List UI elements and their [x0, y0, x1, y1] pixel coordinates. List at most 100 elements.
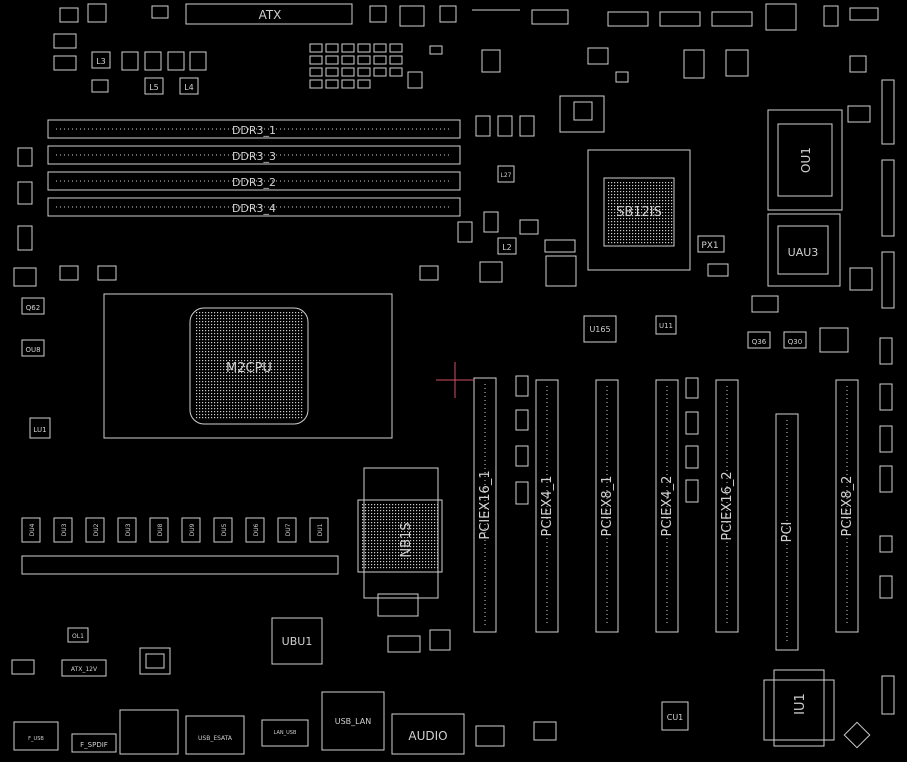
f-usb-header [13, 721, 59, 751]
southbridge-outline [587, 149, 691, 271]
iu1-chip [773, 669, 825, 747]
chip [17, 225, 33, 251]
dimm-ddr3-1 [47, 119, 461, 139]
chip [407, 71, 423, 89]
du-label: DU6 [253, 523, 260, 536]
chip [519, 219, 539, 235]
atx-connector [185, 3, 353, 25]
chip [544, 239, 576, 253]
ou1-label: OU1 [799, 147, 813, 173]
chip [145, 653, 165, 669]
lan-usb-label: LAN_USB [274, 730, 297, 736]
ddr3-1-label: DDR3_1 [232, 124, 276, 137]
q30-label: Q30 [788, 338, 802, 346]
l4-inductor [179, 77, 199, 95]
usb-lan-label: USB_LAN [335, 717, 372, 726]
dimm-ddr3-2 [47, 171, 461, 191]
chip [879, 535, 893, 553]
ubu1-chip [271, 617, 323, 665]
chip [725, 49, 749, 77]
northbridge-label: NB1S [399, 522, 414, 557]
usb-esata-label: USB_ESATA [198, 735, 233, 742]
chip [823, 5, 839, 27]
chip [483, 211, 499, 233]
chip [587, 47, 609, 65]
chip [479, 261, 503, 283]
header [881, 675, 895, 715]
chip [11, 659, 35, 675]
chip [843, 721, 871, 749]
header [881, 159, 895, 237]
atx-label: ATX [259, 8, 282, 22]
chip [439, 5, 457, 23]
chip [751, 295, 779, 313]
l4-label: L4 [184, 83, 194, 92]
ddr3-2-label: DDR3_2 [232, 176, 276, 189]
chip [533, 721, 557, 741]
pciex8-1-label: PCIEX8_1 [600, 476, 615, 537]
du-label: DU9 [189, 523, 196, 536]
chip [121, 51, 139, 71]
chip [849, 55, 867, 73]
chip [144, 51, 162, 71]
uau3-outline [767, 213, 841, 287]
chip [683, 49, 705, 79]
chip [457, 221, 473, 243]
slot-pci [775, 413, 799, 651]
q36-label: Q36 [752, 338, 767, 346]
lu1 [29, 417, 51, 439]
resistor [429, 45, 443, 55]
uau3-label: UAU3 [788, 246, 819, 259]
ol1-label: OL1 [72, 633, 84, 640]
cu1-chip [661, 701, 689, 731]
ou1-chip [777, 123, 833, 197]
du-label: DU8 [157, 523, 164, 536]
l3-inductor [91, 51, 111, 69]
chip [849, 7, 879, 21]
chip [765, 3, 797, 31]
f-panel-header [881, 79, 895, 145]
northbridge-chip [357, 499, 443, 573]
cpu-pin-grid [189, 307, 309, 425]
chip [879, 425, 893, 453]
cpu-label: M2CPU [226, 361, 272, 376]
lan-usb-connector [119, 709, 179, 755]
iu1-outline [763, 679, 835, 741]
l5-label: L5 [149, 83, 159, 92]
cpu-socket [103, 293, 393, 439]
chip [369, 5, 387, 23]
chip [559, 95, 605, 133]
u11-chip [655, 315, 677, 335]
chip [515, 445, 529, 467]
chip [17, 181, 33, 205]
u11-label: U11 [659, 322, 673, 330]
l27-label: L27 [501, 172, 512, 179]
northbridge-outline [363, 467, 439, 599]
du-label: DU3 [125, 523, 132, 536]
chip [13, 267, 37, 287]
chip [167, 51, 185, 71]
slot-pciex8-1 [595, 379, 619, 633]
slot-pciex16-1 [473, 377, 497, 633]
chip [685, 411, 699, 435]
du-label: DU4 [29, 523, 36, 536]
f-usb-label: F_USB [28, 736, 44, 742]
chip [429, 629, 451, 651]
header [711, 11, 753, 27]
du-label: DU5 [221, 523, 228, 536]
q62-label: Q62 [26, 304, 40, 312]
chip [497, 115, 513, 137]
chip [59, 265, 79, 281]
ddr3-3-label: DDR3_3 [232, 150, 276, 163]
chip [847, 105, 871, 123]
du-label: DU3 [61, 523, 68, 536]
header [261, 719, 309, 747]
q36 [747, 331, 771, 349]
du-label: DU1 [317, 523, 324, 536]
q30 [783, 331, 807, 349]
chip [97, 265, 117, 281]
pciex16-1-label: PCIEX16_1 [478, 470, 493, 539]
chip [481, 49, 501, 73]
f-spdif-label: F_SPDIF [80, 741, 108, 749]
chip [819, 327, 849, 353]
